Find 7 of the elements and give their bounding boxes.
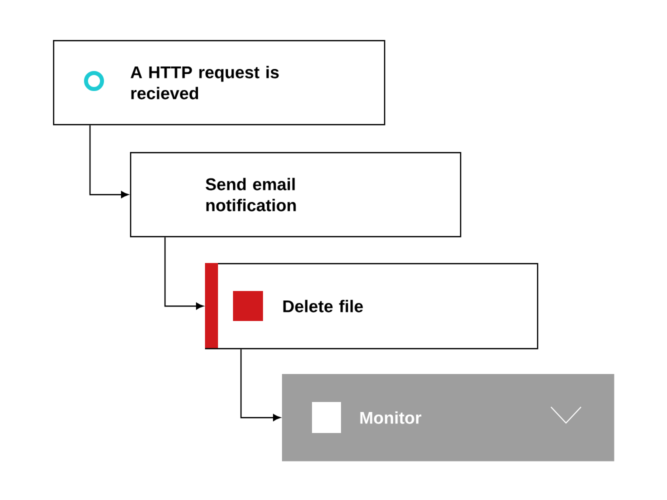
process-box: A HTTP request is recieved: [53, 40, 386, 126]
arrow: [164, 237, 204, 310]
arrow: [240, 349, 280, 422]
process-box: Send email notification: [130, 152, 462, 238]
arrow: [89, 125, 128, 198]
process-box: Delete file: [205, 263, 538, 350]
process-box: Monitor: [282, 374, 614, 462]
